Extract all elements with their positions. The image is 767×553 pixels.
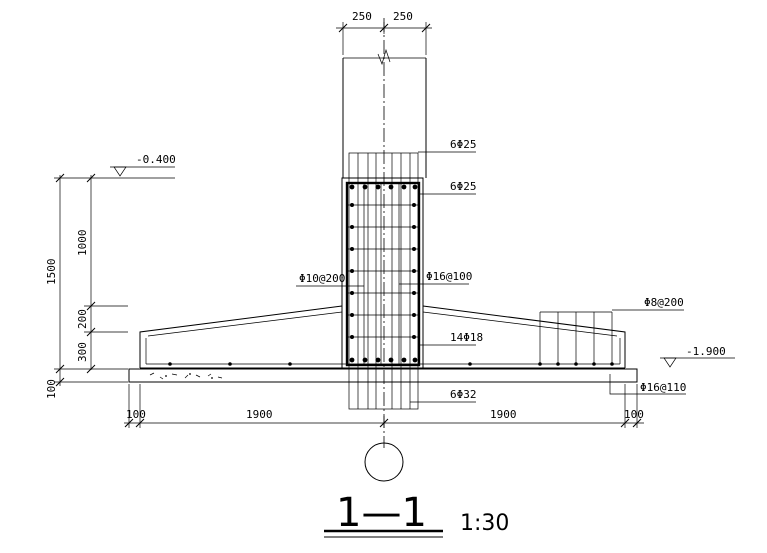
elevation-top-label: -0.400 bbox=[136, 153, 176, 166]
label-col-side: 14Φ18 bbox=[450, 331, 483, 344]
top-dimension: 250 250 bbox=[336, 10, 432, 55]
label-slab-bottom: Φ16@110 bbox=[640, 381, 686, 394]
dim-right-span: 1900 bbox=[490, 408, 517, 421]
dim-edge-right: 100 bbox=[624, 408, 644, 421]
bottom-dimensions: 100 1900 1900 100 bbox=[124, 384, 644, 428]
dim-total-height: 1500 bbox=[45, 259, 58, 286]
dim-left-span: 1900 bbox=[246, 408, 273, 421]
elevation-top: -0.400 bbox=[110, 153, 176, 177]
column-outline bbox=[342, 48, 427, 178]
dim-lower-height: 300 bbox=[76, 342, 89, 362]
dowel-bars bbox=[348, 152, 419, 410]
section-label: 1—1 bbox=[336, 490, 427, 536]
rebar-callouts: 6Φ25 6Φ25 Φ10@200 Φ16@100 14Φ18 6Φ32 Φ8@… bbox=[296, 138, 686, 403]
dim-mid-height: 200 bbox=[76, 309, 89, 329]
footing bbox=[139, 305, 626, 369]
label-slab-top: Φ8@200 bbox=[644, 296, 684, 309]
elevation-bottom: -1.900 bbox=[660, 345, 735, 368]
label-stirrup-right: Φ16@100 bbox=[426, 270, 472, 283]
lean-concrete-pad bbox=[128, 368, 638, 383]
label-stirrup-left: Φ10@200 bbox=[299, 272, 345, 285]
dim-upper-height: 1000 bbox=[76, 230, 89, 257]
axis-bubble bbox=[364, 442, 404, 482]
elevation-bottom-label: -1.900 bbox=[686, 345, 726, 358]
dim-top-left: 250 bbox=[352, 10, 372, 23]
dim-top-right: 250 bbox=[393, 10, 413, 23]
section-title: 1—1 1:30 bbox=[324, 490, 509, 538]
label-col-top-inner: 6Φ25 bbox=[450, 180, 477, 193]
left-dimensions: 1500 1000 200 300 100 bbox=[45, 173, 175, 399]
dim-pad-height: 100 bbox=[45, 379, 58, 399]
label-col-top-outer: 6Φ25 bbox=[450, 138, 477, 151]
label-dowels: 6Φ32 bbox=[450, 388, 477, 401]
dim-edge-left: 100 bbox=[126, 408, 146, 421]
section-scale: 1:30 bbox=[460, 511, 509, 536]
pedestal bbox=[341, 177, 424, 369]
